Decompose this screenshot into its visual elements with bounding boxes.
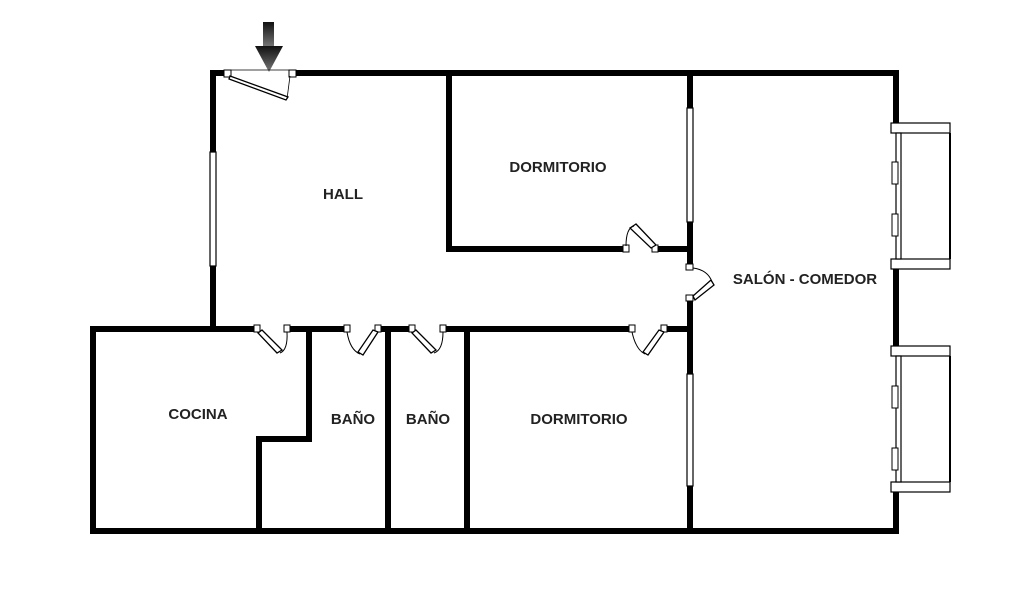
wall-dorm1-bottom: [446, 246, 624, 252]
wall-bano-2: [464, 326, 470, 534]
wall-mid-1: [90, 326, 255, 332]
wall-dorm1-left: [446, 70, 452, 252]
room-label-salon-comedor: SALÓN - COMEDOR: [733, 270, 877, 288]
wall-salon-4: [687, 486, 693, 534]
window-hall: [209, 151, 217, 267]
door-bano-2[interactable]: [408, 324, 447, 354]
wall-right-2: [893, 266, 899, 350]
wall-mid-4: [445, 326, 630, 332]
door-dormitorio-2[interactable]: [628, 324, 668, 356]
wall-dorm1-bottom-2: [658, 246, 693, 252]
wall-mid-5: [665, 326, 693, 332]
room-label-hall: HALL: [323, 186, 363, 203]
wall-top-left: [211, 70, 227, 76]
entrance-door[interactable]: [223, 69, 297, 101]
wall-salon-2: [687, 222, 693, 266]
wall-kitchen-left: [90, 326, 96, 534]
balcony-window-2: [890, 345, 951, 493]
wall-mid-2: [289, 326, 345, 332]
door-salon[interactable]: [685, 263, 715, 302]
entrance-arrow-icon: [255, 22, 283, 72]
room-label-dormitorio-1: DORMITORIO: [509, 159, 607, 176]
room-label-bano-2: BAÑO: [406, 410, 450, 428]
walls: [90, 70, 899, 534]
wall-kitchen-right: [256, 436, 262, 534]
wall-kitchen-step-h: [256, 436, 312, 442]
wall-hall-left-lower: [210, 266, 216, 330]
wall-right-1: [893, 70, 899, 126]
wall-top: [290, 70, 899, 76]
wall-hall-left: [210, 70, 216, 152]
room-label-dormitorio-2: DORMITORIO: [530, 411, 628, 428]
wall-salon-1: [687, 70, 693, 108]
window-internal-2: [686, 373, 694, 487]
wall-right-3: [893, 490, 899, 534]
wall-mid-3: [380, 326, 410, 332]
door-bano-1[interactable]: [343, 324, 382, 356]
room-label-cocina: COCINA: [168, 406, 227, 423]
window-internal-1: [686, 107, 694, 223]
balcony-window-1: [890, 122, 951, 270]
wall-bottom: [90, 528, 899, 534]
wall-kitchen-step-v: [306, 326, 312, 442]
door-dormitorio-1[interactable]: [622, 223, 659, 253]
room-label-bano-1: BAÑO: [331, 410, 375, 428]
door-cocina[interactable]: [253, 324, 291, 354]
wall-bano-1: [385, 326, 391, 534]
wall-salon-3: [687, 298, 693, 374]
